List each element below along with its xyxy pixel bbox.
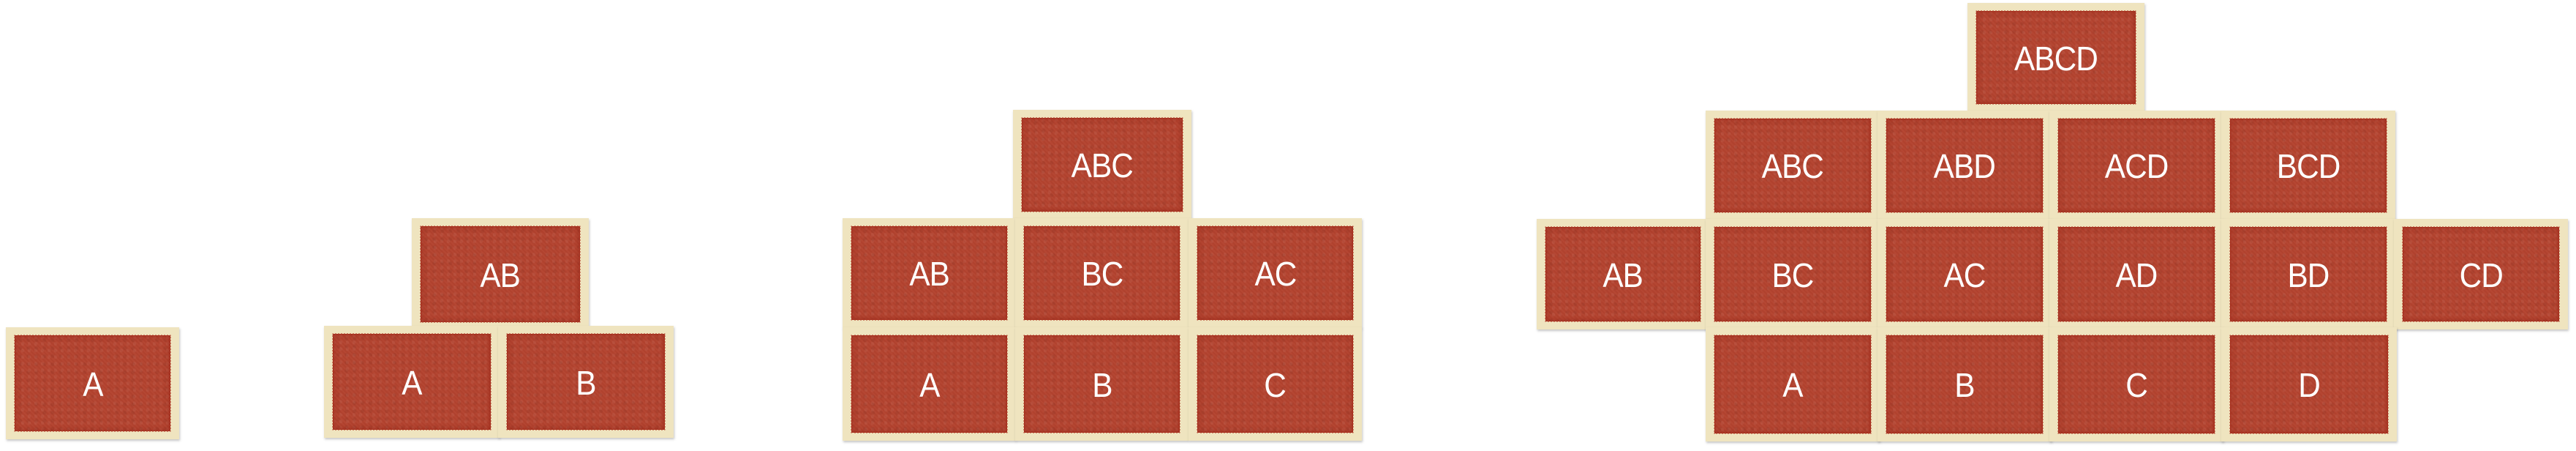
tile-g2-a: A [324,326,500,438]
tile-g4-bd: BD [2221,219,2395,329]
tile-face: C [1197,335,1354,433]
tile-face: D [2229,335,2389,434]
tile-g3-ac: AC [1189,218,1362,328]
tile-label: AB [909,255,950,293]
tile-g4-abd: ABD [1878,111,2052,220]
tile-label: A [919,365,940,404]
tile-label: B [1954,366,1975,404]
tile-label: B [1091,365,1112,404]
tile-g4-ab: AB [1537,219,1709,329]
tile-g4-c: C [2049,327,2223,441]
tile-g4-cd: CD [2394,219,2568,329]
tile-face: BC [1714,226,1872,322]
tile-label: ABD [1933,147,1996,185]
tile-face: A [1714,335,1872,434]
tile-face: B [1886,335,2044,434]
tile-label: A [402,363,422,402]
tile-g4-bcd: BCD [2221,111,2395,220]
tile-label: AC [1254,255,1297,293]
tile-face: B [506,333,666,430]
tile-g4-abcd: ABCD [1967,3,2144,112]
tile-g4-b: B [1878,327,2052,441]
tile-face: AC [1886,226,2044,322]
tile-face: ABC [1714,118,1872,213]
tile-face: BD [2229,226,2387,322]
tile-face: AB [851,225,1008,321]
tile-g3-b: B [1015,327,1189,441]
tile-g3-ab: AB [843,218,1016,328]
tile-g1-a: A [6,327,179,439]
tile-label: AC [1943,256,1986,294]
tile-face: ACD [2057,118,2215,213]
tile-face: CD [2402,226,2560,322]
tile-face: C [2057,335,2215,434]
tile-label: A [82,365,103,403]
tile-label: BC [1771,256,1815,294]
tile-g4-bc: BC [1706,219,1880,329]
tile-face: AD [2057,226,2215,322]
tile-face: B [1023,335,1180,433]
tile-label: BCD [2276,147,2341,185]
tile-face: BC [1023,225,1180,321]
tile-g2-ab: AB [412,218,589,330]
tile-face: A [332,333,492,430]
tile-g3-abc: ABC [1013,110,1191,220]
tile-label: D [2298,366,2321,404]
tile-face: ABCD [1976,10,2136,105]
tile-face: BCD [2229,118,2387,213]
tile-g2-b: B [498,326,674,438]
tile-face: ABC [1021,117,1183,212]
tile-face: ABD [1886,118,2044,213]
tile-label: ACD [2104,147,2169,185]
tile-face: A [14,335,171,432]
tile-g3-a: A [843,327,1016,441]
tile-g4-ac: AC [1878,219,2052,329]
tile-label: ABC [1071,146,1134,184]
tile-face: A [851,335,1008,433]
tile-g3-bc: BC [1015,218,1189,328]
tile-face: AB [1545,226,1701,322]
tile-label: ABC [1761,147,1824,185]
tile-label: ABCD [2014,39,2098,78]
tile-g4-ad: AD [2049,219,2223,329]
tile-label: A [1782,366,1803,404]
tile-label: AB [1603,256,1644,294]
tile-label: BC [1081,255,1123,293]
tile-face: AC [1197,225,1354,321]
tile-label: C [1264,365,1287,404]
tile-label: AD [2115,256,2158,294]
tile-label: B [576,363,596,402]
tile-g3-c: C [1189,327,1362,441]
tile-g4-d: D [2221,327,2397,441]
tile-g4-acd: ACD [2049,111,2223,220]
tile-g4-abc: ABC [1706,111,1880,220]
tile-label: BD [2287,256,2330,294]
tile-g4-a: A [1706,327,1880,441]
tile-label: CD [2459,256,2503,294]
tile-face: AB [420,225,581,323]
tile-label: AB [480,256,521,294]
tile-label: C [2125,366,2148,404]
